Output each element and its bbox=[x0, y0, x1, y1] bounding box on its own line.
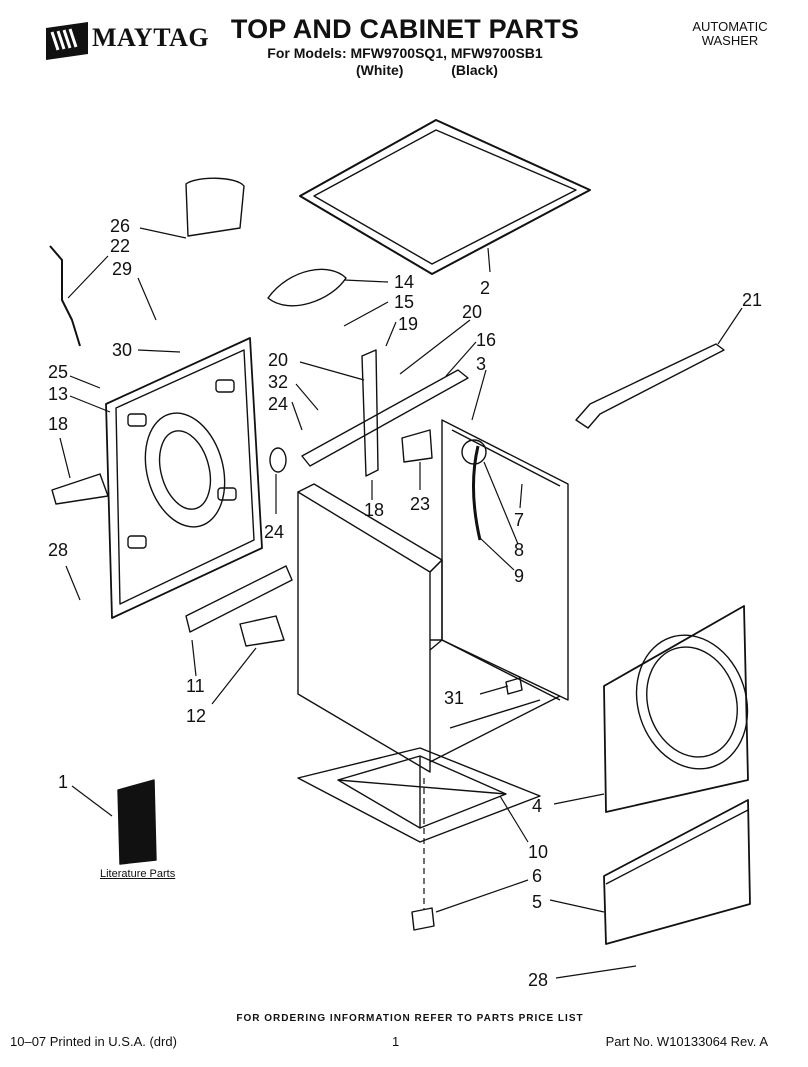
callout-3: 3 bbox=[476, 354, 486, 374]
part-pump bbox=[239, 615, 285, 647]
callout-17: 18 bbox=[48, 414, 68, 434]
maytag-logo: MAYTAG bbox=[44, 20, 209, 62]
part-water-inlet bbox=[361, 349, 379, 477]
callout-24: 24 bbox=[264, 522, 284, 542]
part-literature bbox=[117, 779, 157, 865]
callout-28: 28 bbox=[48, 540, 68, 560]
model-list: For Models: MFW9700SQ1, MFW9700SB1 bbox=[267, 45, 543, 61]
page-title: TOP AND CABINET PARTS bbox=[230, 14, 580, 44]
callout-16: 16 bbox=[476, 330, 496, 350]
part-back-panel bbox=[105, 337, 263, 619]
part-fill-hose bbox=[49, 245, 81, 347]
callout-29: 31 bbox=[444, 688, 464, 708]
part-rail bbox=[185, 565, 293, 633]
part-clamp bbox=[269, 447, 287, 473]
callout-18: 18 bbox=[364, 500, 384, 520]
callout-28b: 28 bbox=[528, 970, 548, 990]
callout-2: 2 bbox=[480, 278, 490, 298]
callout-11: 11 bbox=[186, 676, 205, 696]
ordering-note: FOR ORDERING INFORMATION REFER TO PARTS … bbox=[236, 1013, 584, 1024]
callout-13: 13 bbox=[48, 384, 68, 404]
callout-30: 30 bbox=[112, 340, 132, 360]
callout-5: 5 bbox=[532, 892, 542, 912]
callout-23: 22 bbox=[110, 236, 130, 256]
callout-14: 14 bbox=[394, 272, 414, 292]
color-black: (Black) bbox=[451, 62, 498, 78]
part-leveling-foot bbox=[411, 907, 435, 931]
callout-1: 1 bbox=[58, 772, 68, 792]
literature-parts-label: Literature Parts bbox=[100, 868, 176, 880]
callout-25: 24 bbox=[268, 394, 288, 414]
color-white: (White) bbox=[356, 62, 404, 78]
callout-26: 25 bbox=[48, 362, 68, 382]
callout-22: 23 bbox=[410, 494, 430, 514]
part-hose-guide bbox=[185, 177, 245, 237]
callout-7: 7 bbox=[514, 510, 524, 530]
part-wiring-harness bbox=[267, 268, 347, 307]
callout-6: 6 bbox=[532, 866, 542, 886]
part-base bbox=[297, 747, 541, 843]
product-type: AUTOMATIC WASHER bbox=[670, 20, 790, 48]
callout-10: 10 bbox=[528, 842, 548, 862]
callout-8: 8 bbox=[514, 540, 524, 560]
part-clip bbox=[505, 677, 523, 695]
part-switch bbox=[401, 429, 433, 463]
part-harness-clip bbox=[51, 473, 109, 505]
callout-15: 15 bbox=[394, 292, 414, 312]
callout-19: 19 bbox=[398, 314, 418, 334]
part-toe-panel bbox=[603, 799, 751, 945]
part-number: Part No. W10133064 Rev. A bbox=[605, 1034, 768, 1049]
color-variants: (White) (Black) bbox=[356, 62, 586, 78]
callout-27: 26 bbox=[110, 216, 130, 236]
brand-name: MAYTAG bbox=[92, 23, 210, 52]
callout-20b: 20 bbox=[268, 350, 288, 370]
page-number: 1 bbox=[392, 1034, 400, 1049]
callout-9: 9 bbox=[514, 566, 524, 586]
maytag-emblem-icon bbox=[46, 22, 88, 60]
part-pressure-switch bbox=[461, 439, 487, 465]
callout-32: 32 bbox=[268, 372, 288, 392]
print-info: 10–07 Printed in U.S.A. (drd) bbox=[10, 1034, 177, 1049]
part-hose bbox=[472, 445, 482, 541]
callout-21: 21 bbox=[742, 290, 762, 310]
part-top-panel bbox=[299, 119, 591, 275]
product-line-2: WASHER bbox=[701, 33, 759, 48]
product-line-1: AUTOMATIC bbox=[692, 19, 768, 34]
callout-4: 4 bbox=[532, 796, 542, 816]
part-front-panel bbox=[603, 605, 749, 813]
part-brace bbox=[575, 343, 725, 429]
part-dispenser-bracket bbox=[301, 369, 469, 467]
callout-31: 29 bbox=[112, 259, 132, 279]
part-cabinet bbox=[297, 419, 569, 773]
callout-12: 12 bbox=[186, 706, 206, 726]
callout-20a: 20 bbox=[462, 302, 482, 322]
